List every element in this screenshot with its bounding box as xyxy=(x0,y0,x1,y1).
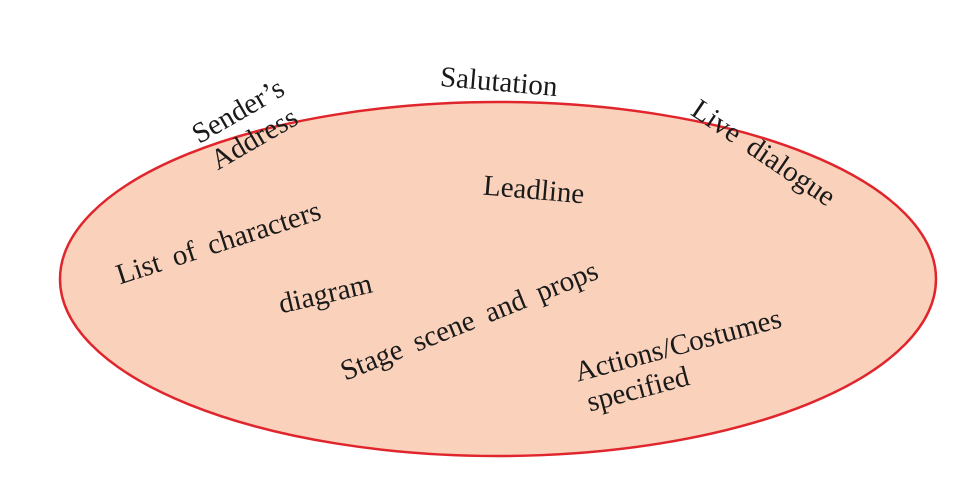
main-ellipse xyxy=(58,100,938,458)
